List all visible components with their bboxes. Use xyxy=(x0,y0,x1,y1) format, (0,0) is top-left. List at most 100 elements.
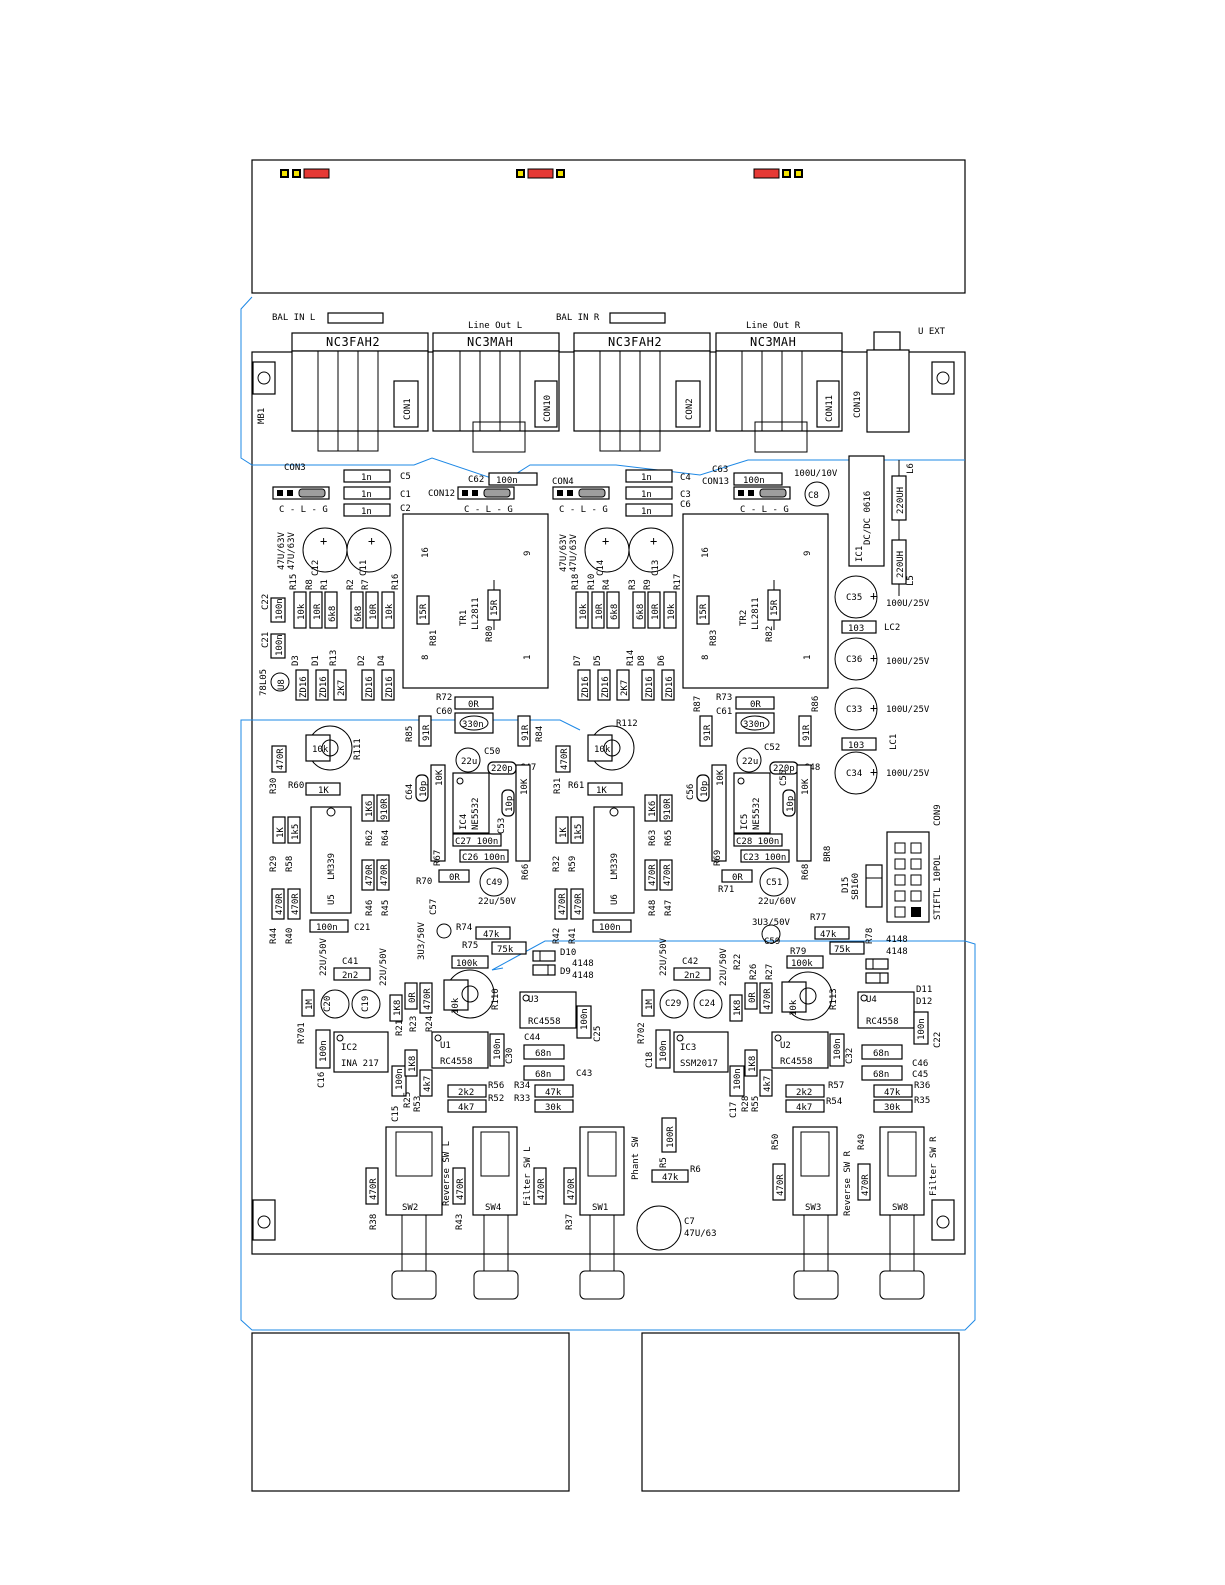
svg-text:C52: C52 xyxy=(764,743,780,753)
svg-text:LL2811: LL2811 xyxy=(751,597,761,630)
svg-text:D11: D11 xyxy=(916,985,932,995)
svg-text:C63: C63 xyxy=(712,465,728,475)
svg-text:+: + xyxy=(368,534,375,548)
svg-text:C16: C16 xyxy=(317,1072,327,1088)
svg-text:1K8: 1K8 xyxy=(393,1000,403,1016)
svg-text:R13: R13 xyxy=(329,650,339,666)
svg-text:330n: 330n xyxy=(743,720,765,730)
svg-text:C45: C45 xyxy=(912,1070,928,1080)
svg-text:CON3: CON3 xyxy=(284,463,306,473)
svg-text:R36: R36 xyxy=(914,1081,930,1091)
switch-sw8[interactable]: SW8 Filter SW R 470R R49 xyxy=(857,1126,939,1300)
svg-text:R42: R42 xyxy=(552,928,562,944)
svg-text:IC5: IC5 xyxy=(740,814,750,830)
mount-ref: MB1 xyxy=(257,408,267,424)
svg-text:91R: 91R xyxy=(521,724,531,741)
svg-text:1M: 1M xyxy=(305,999,315,1010)
jumper-con12: CON12 C - L - G xyxy=(428,486,515,515)
svg-text:4k7: 4k7 xyxy=(423,1076,433,1092)
svg-text:Reverse SW L: Reverse SW L xyxy=(442,1141,452,1206)
svg-text:1K: 1K xyxy=(276,827,286,838)
switch-sw3[interactable]: SW3 Reverse SW R 470R R50 xyxy=(771,1126,853,1300)
svg-text:4k7: 4k7 xyxy=(796,1103,812,1113)
svg-text:R29: R29 xyxy=(269,856,279,872)
svg-text:2k2: 2k2 xyxy=(796,1088,812,1098)
connector-ref: CON1 xyxy=(403,398,413,420)
svg-text:INA 217: INA 217 xyxy=(341,1059,379,1069)
svg-text:30k: 30k xyxy=(884,1103,901,1113)
svg-text:10p: 10p xyxy=(419,781,429,797)
svg-text:C3: C3 xyxy=(680,490,691,500)
svg-text:C60: C60 xyxy=(436,707,452,717)
svg-text:R65: R65 xyxy=(664,830,674,846)
svg-text:100n: 100n xyxy=(580,1008,590,1030)
svg-text:ZD16: ZD16 xyxy=(601,676,611,698)
svg-text:1n: 1n xyxy=(361,490,372,500)
svg-text:100k: 100k xyxy=(456,959,478,969)
svg-text:R8: R8 xyxy=(305,579,315,590)
switch-sw4[interactable]: SW4 Filter SW L 470R R43 470R xyxy=(452,1126,547,1300)
svg-text:C55: C55 xyxy=(779,770,789,786)
svg-text:470R: 470R xyxy=(567,1178,577,1200)
svg-text:R4: R4 xyxy=(602,579,612,590)
svg-text:R47: R47 xyxy=(664,900,674,916)
svg-text:68n: 68n xyxy=(535,1070,551,1080)
svg-text:1n: 1n xyxy=(361,473,372,483)
svg-text:10k: 10k xyxy=(667,603,677,620)
svg-text:C2: C2 xyxy=(400,504,411,514)
svg-text:CON12: CON12 xyxy=(428,489,455,499)
svg-text:10k: 10k xyxy=(579,603,589,620)
svg-text:RC4558: RC4558 xyxy=(780,1057,813,1067)
svg-text:R702: R702 xyxy=(637,1022,647,1044)
svg-text:10R: 10R xyxy=(595,603,605,620)
svg-text:0R: 0R xyxy=(748,992,758,1003)
svg-text:100U/25V: 100U/25V xyxy=(886,657,930,667)
svg-text:R58: R58 xyxy=(285,856,295,872)
svg-text:R32: R32 xyxy=(552,856,562,872)
svg-text:C11: C11 xyxy=(359,560,369,576)
svg-text:R46: R46 xyxy=(365,900,375,916)
svg-text:R30: R30 xyxy=(269,778,279,794)
svg-text:R40: R40 xyxy=(285,928,295,944)
svg-text:1K8: 1K8 xyxy=(733,1000,743,1016)
svg-text:U3: U3 xyxy=(528,995,539,1005)
svg-text:47k: 47k xyxy=(545,1088,562,1098)
svg-text:U1: U1 xyxy=(440,1041,451,1051)
svg-text:C36: C36 xyxy=(846,655,862,665)
svg-text:100n: 100n xyxy=(733,1068,743,1090)
svg-text:C46: C46 xyxy=(912,1059,928,1069)
svg-text:R25: R25 xyxy=(403,1092,413,1108)
switch-sw1[interactable]: SW1 Phant SW 470R R37 xyxy=(563,1126,641,1300)
svg-text:R35: R35 xyxy=(914,1096,930,1106)
svg-text:1n: 1n xyxy=(641,490,652,500)
svg-text:LM339: LM339 xyxy=(610,853,620,880)
svg-text:C49: C49 xyxy=(486,878,502,888)
svg-text:R41: R41 xyxy=(568,928,578,944)
svg-text:10p: 10p xyxy=(700,781,710,797)
svg-text:SB160: SB160 xyxy=(851,873,861,900)
svg-text:R701: R701 xyxy=(297,1022,307,1044)
top-pad-group-middle xyxy=(516,168,565,179)
svg-text:100n: 100n xyxy=(275,598,285,620)
svg-text:C14: C14 xyxy=(596,560,606,576)
trimmer-r112: 10k R112 xyxy=(587,719,638,771)
svg-text:2K7: 2K7 xyxy=(337,680,347,696)
svg-text:470R: 470R xyxy=(560,748,570,770)
svg-text:0R: 0R xyxy=(750,700,761,710)
svg-text:4148: 4148 xyxy=(886,935,908,945)
switch-sw2[interactable]: SW2 Reverse SW L 470R R38 xyxy=(365,1126,452,1300)
svg-text:C43: C43 xyxy=(576,1069,592,1079)
svg-text:R70: R70 xyxy=(416,877,432,887)
svg-text:47k: 47k xyxy=(884,1088,901,1098)
connector-ref: CON2 xyxy=(685,398,695,420)
svg-text:22u/50V: 22u/50V xyxy=(478,897,517,907)
transformer-tr1: 16 9 8 1 TR1 LL2811 15R R81 15R R80 xyxy=(402,513,549,689)
trimmer-r113: 10k R113 xyxy=(781,971,839,1021)
